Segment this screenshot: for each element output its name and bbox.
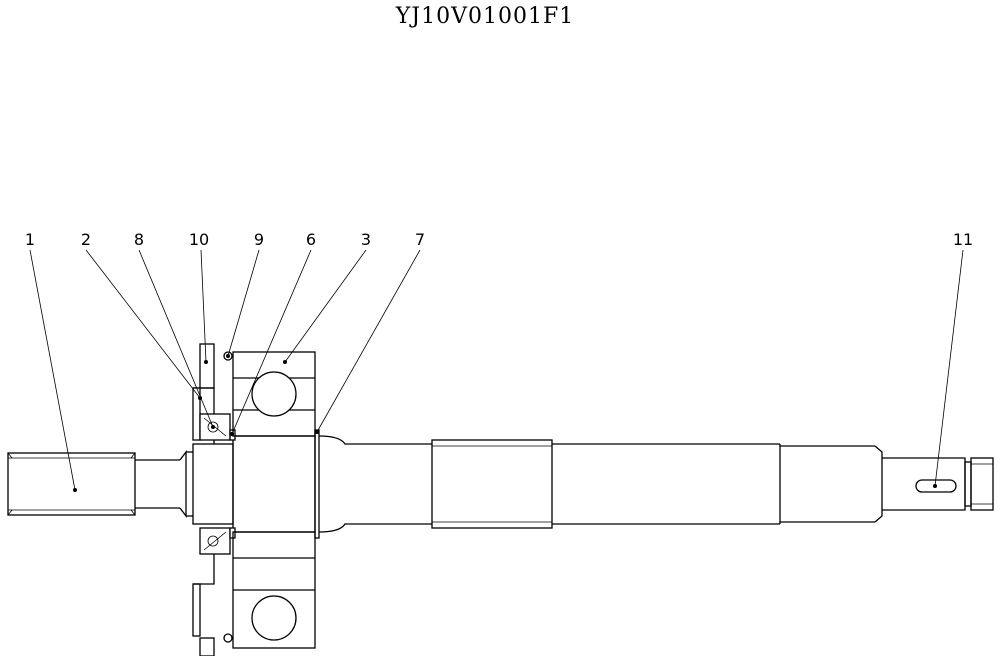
seal-housing [192, 343, 236, 656]
callout-10: 10 [189, 230, 209, 249]
leader-lines [29, 249, 964, 492]
drawing-title: YJ10V01001F1 [395, 4, 575, 29]
callout-7: 7 [415, 230, 425, 249]
callout-11: 11 [953, 230, 973, 249]
callout-labels: 1 2 8 10 9 6 3 7 11 [25, 230, 973, 249]
callout-3: 3 [361, 230, 371, 249]
callout-8: 8 [134, 230, 144, 249]
shaft [7, 429, 994, 539]
callout-1: 1 [25, 230, 35, 249]
callout-9: 9 [254, 230, 264, 249]
callout-2: 2 [81, 230, 91, 249]
ball-bearing [223, 351, 316, 649]
callout-6: 6 [306, 230, 316, 249]
